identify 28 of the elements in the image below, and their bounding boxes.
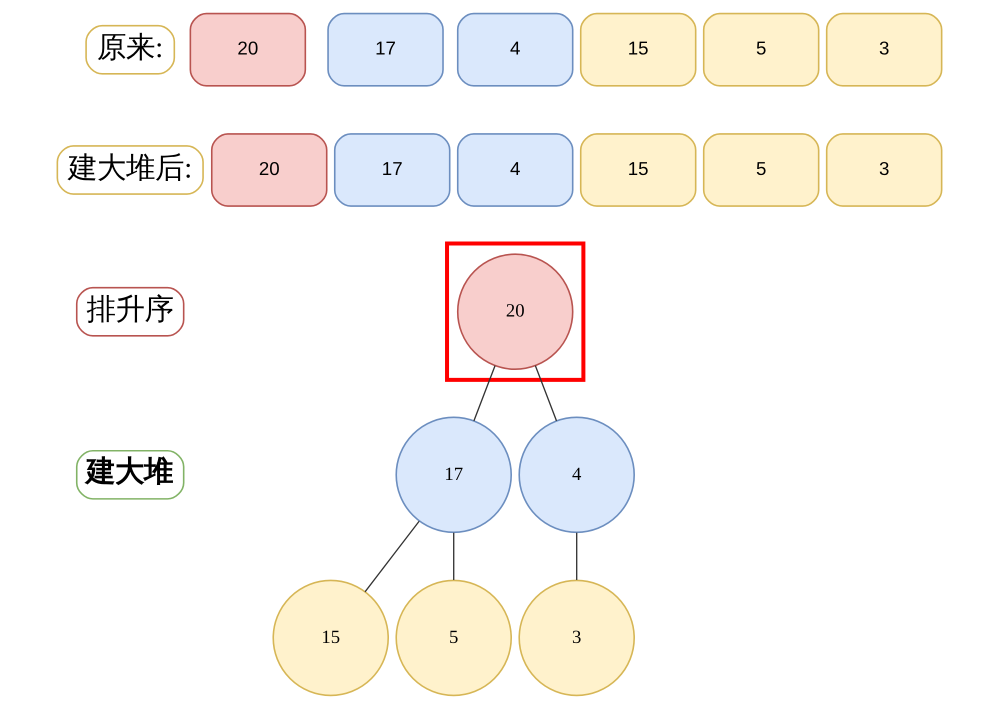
node-box: 3 bbox=[826, 133, 942, 207]
connector bbox=[453, 532, 454, 580]
node-box: 20 bbox=[190, 12, 306, 87]
node-box: 15 bbox=[580, 133, 696, 207]
node-box: 20 bbox=[210, 133, 328, 207]
node-circle: 4 bbox=[518, 416, 635, 534]
node-box: 原来: bbox=[85, 24, 176, 75]
node-box: 建大堆 bbox=[76, 450, 184, 500]
node-circle: 20 bbox=[456, 253, 574, 370]
node-circle: 15 bbox=[272, 580, 390, 696]
node-box: 4 bbox=[456, 133, 574, 207]
node-box: 17 bbox=[334, 133, 450, 207]
node-box: 17 bbox=[327, 12, 444, 87]
node-circle: 5 bbox=[395, 580, 512, 696]
node-box: 5 bbox=[702, 12, 820, 87]
node-box: 排升序 bbox=[76, 286, 184, 337]
connector bbox=[364, 520, 420, 592]
node-box: 3 bbox=[826, 12, 942, 87]
node-circle: 17 bbox=[395, 416, 512, 534]
node-box: 4 bbox=[456, 12, 574, 87]
node-circle: 3 bbox=[518, 580, 635, 696]
connector bbox=[473, 365, 496, 422]
node-box: 5 bbox=[702, 133, 820, 207]
cluster bbox=[445, 242, 586, 382]
connector bbox=[534, 365, 558, 422]
connector bbox=[576, 532, 578, 580]
node-box: 15 bbox=[580, 12, 696, 87]
node-box: 建大堆后: bbox=[56, 145, 204, 195]
